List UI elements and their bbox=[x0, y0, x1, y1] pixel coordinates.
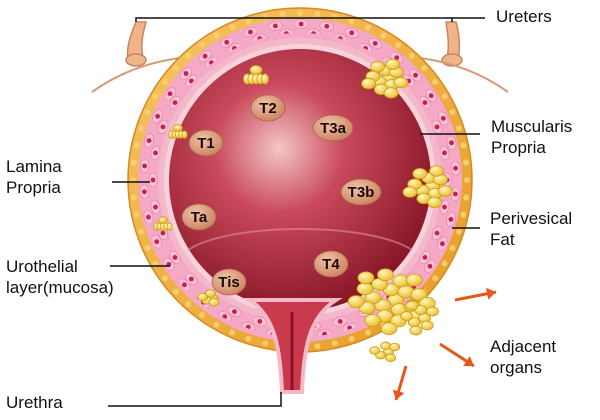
lamina-line1: Lamina bbox=[6, 157, 62, 176]
lamina-line2: Propria bbox=[6, 178, 61, 197]
stage-badge-ta: Ta bbox=[181, 203, 217, 231]
stage-badge-t4: T4 bbox=[313, 250, 349, 278]
urothelial-layer-label: Urothelial layer(mucosa) bbox=[6, 256, 114, 298]
muscularis-line2: Propria bbox=[491, 138, 546, 157]
perivesical-line2: Fat bbox=[490, 230, 515, 249]
stage-label-t1: T1 bbox=[197, 135, 215, 152]
adjacent-line2: organs bbox=[490, 358, 542, 377]
leader-lines bbox=[108, 17, 485, 407]
stage-badge-t2: T2 bbox=[250, 94, 286, 122]
ureters-label: Ureters bbox=[496, 7, 552, 26]
urothelial-line1: Urothelial bbox=[6, 257, 78, 276]
stage-badge-tis: Tis bbox=[211, 268, 247, 296]
left-ureter bbox=[126, 21, 147, 63]
stage-label-ta: Ta bbox=[191, 209, 208, 226]
adjacent-organs-label: Adjacent organs bbox=[490, 336, 556, 378]
stage-label-t3b: T3b bbox=[348, 184, 375, 201]
right-ureter bbox=[445, 21, 461, 63]
perivesical-line1: Perivesical bbox=[490, 209, 573, 228]
perivesical-fat-label: Perivesical Fat bbox=[490, 208, 572, 250]
lamina-propria-label: Lamina Propria bbox=[6, 156, 62, 198]
stage-label-t2: T2 bbox=[259, 100, 277, 117]
stage-badge-t3a: T3a bbox=[312, 114, 354, 142]
urethra-label: Urethra bbox=[6, 393, 63, 412]
muscularis-propria-label: Muscularis Propria bbox=[491, 116, 572, 158]
stage-label-tis: Tis bbox=[218, 274, 239, 291]
urothelial-line2: layer(mucosa) bbox=[6, 278, 114, 297]
tumor-clusters bbox=[153, 58, 453, 362]
stage-badge-t1: T1 bbox=[188, 129, 224, 157]
stage-badge-t3b: T3b bbox=[340, 178, 382, 206]
bladder-lumen bbox=[169, 49, 431, 311]
adjacent-line1: Adjacent bbox=[490, 337, 557, 356]
stage-label-t3a: T3a bbox=[320, 120, 347, 137]
spread-arrows bbox=[392, 287, 497, 401]
muscularis-line1: Muscularis bbox=[491, 117, 573, 136]
stage-label-t4: T4 bbox=[322, 256, 340, 273]
